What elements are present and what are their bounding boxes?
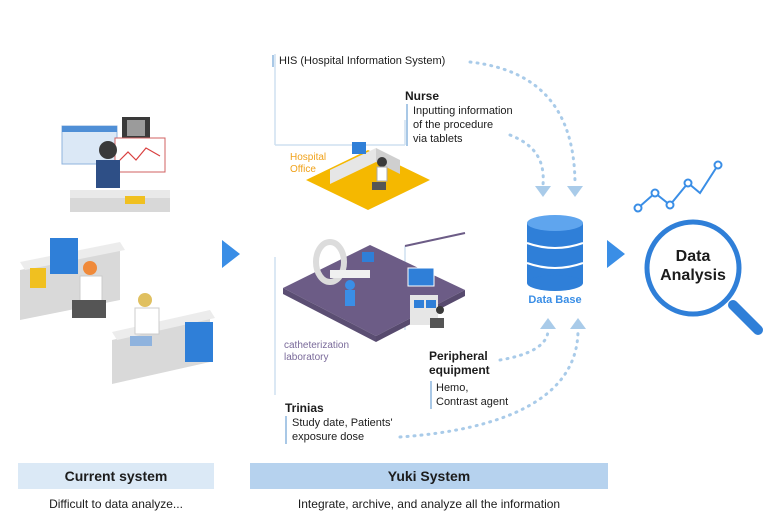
trinias-line: exposure dose [292, 431, 365, 443]
his-label: HIS (Hospital Information System) [279, 55, 446, 67]
his-bar [272, 55, 274, 67]
peripheral-title: Peripheral equipment [429, 349, 490, 377]
current-office-bottom-illustration [20, 238, 215, 384]
arrow-current-to-yuki-icon [222, 240, 240, 268]
database-label: Data Base [528, 294, 582, 306]
his-arrow-head [567, 186, 583, 197]
peripheral-line: Contrast agent [436, 396, 509, 408]
nurse-arrow-head [535, 186, 551, 197]
nurse-line: Inputting information [413, 105, 513, 117]
peripheral-line: Hemo, [436, 382, 469, 394]
hospital-office-label: Hospital Office [290, 152, 326, 176]
data-analysis-label: Data Analysis [649, 247, 737, 285]
peripheral-bar [430, 381, 432, 409]
data-analysis-line: Data [675, 248, 711, 265]
hospital-office-line: Hospital [290, 152, 327, 163]
nurse-bar [406, 104, 408, 146]
database-icon [526, 215, 584, 291]
peripheral-to-db-arrow [498, 328, 550, 362]
trinias-bar [285, 416, 287, 444]
cath-lab-line: catheterization [284, 340, 350, 351]
nurse-to-db-arrow [508, 133, 545, 187]
cath-lab-label: catheterization laboratory [284, 340, 349, 364]
catheterization-lab-illustration [283, 232, 466, 342]
his-to-db-arrow [468, 60, 577, 187]
nurse-description: Inputting information of the procedure v… [413, 104, 513, 146]
yuki-system-subtitle: Integrate, archive, and analyze all the … [297, 497, 561, 511]
hospital-office-illustration [306, 142, 430, 210]
nurse-line: via tablets [413, 133, 463, 145]
peripheral-title-line: Peripheral [429, 349, 488, 363]
trinias-title: Trinias [285, 401, 324, 415]
nurse-title: Nurse [405, 89, 440, 103]
cath-lab-line: laboratory [284, 352, 329, 363]
hospital-office-line: Office [290, 164, 316, 175]
nurse-line: of the procedure [413, 119, 494, 131]
current-office-top-illustration [61, 117, 170, 212]
peripheral-title-line: equipment [429, 363, 490, 377]
data-analysis-line: Analysis [660, 267, 726, 284]
peripheral-arrow-head [540, 318, 556, 329]
current-system-subtitle: Difficult to data analyze... [49, 497, 183, 511]
trinias-arrow-head [570, 318, 586, 329]
arrow-db-to-analysis-icon [607, 240, 625, 268]
trinias-to-db-arrow [398, 328, 580, 439]
peripheral-description: Hemo, Contrast agent [436, 381, 508, 409]
trinias-line: Study date, Patients' [292, 417, 393, 429]
yuki-system-title: Yuki System [250, 463, 608, 489]
trinias-description: Study date, Patients' exposure dose [292, 416, 393, 444]
current-system-title: Current system [18, 463, 214, 489]
magnifier-icon [633, 160, 763, 335]
